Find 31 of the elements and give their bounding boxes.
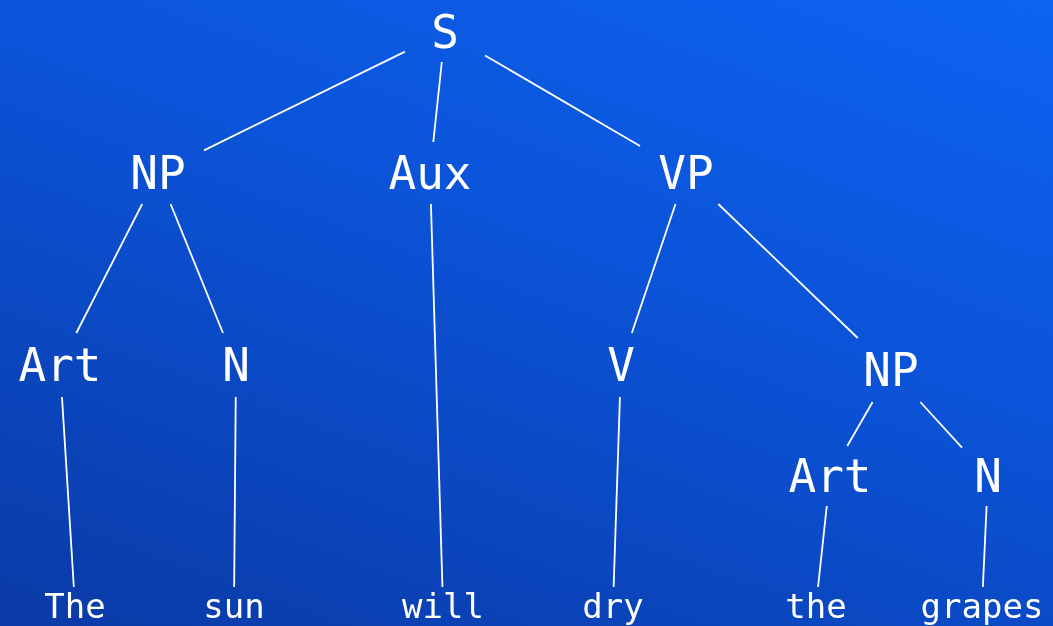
tree-branch-line <box>630 203 677 334</box>
word-label: will <box>402 589 484 623</box>
tree-branch-line <box>817 505 828 588</box>
word-label: the <box>785 589 847 623</box>
tree-branch-line <box>203 50 406 152</box>
category-label: NP <box>130 150 186 196</box>
category-label: N <box>222 342 250 388</box>
tree-branch-line <box>919 401 963 449</box>
word-label: grapes <box>920 589 1044 623</box>
tree-branch-line <box>846 401 874 447</box>
category-label: S <box>431 9 459 55</box>
tree-branch-line <box>484 54 641 147</box>
category-label: Art <box>788 453 872 499</box>
category-label: V <box>607 342 635 388</box>
tree-branch-line <box>430 203 444 588</box>
category-label: Art <box>18 342 102 388</box>
tree-branch-line <box>233 396 237 588</box>
category-label: N <box>974 453 1002 499</box>
word-label: The <box>44 589 106 623</box>
category-label: VP <box>658 150 714 196</box>
word-label: sun <box>203 589 265 623</box>
tree-branch-line <box>612 396 621 588</box>
word-label: dry <box>582 589 644 623</box>
tree-branch-line <box>432 61 443 143</box>
tree-branch-line <box>717 203 859 339</box>
tree-branch-line <box>169 203 224 334</box>
tree-branch-line <box>982 505 988 588</box>
category-label: NP <box>863 347 919 393</box>
tree-branch-line <box>75 203 144 334</box>
category-label: Aux <box>388 150 472 196</box>
tree-branch-line <box>61 396 75 588</box>
